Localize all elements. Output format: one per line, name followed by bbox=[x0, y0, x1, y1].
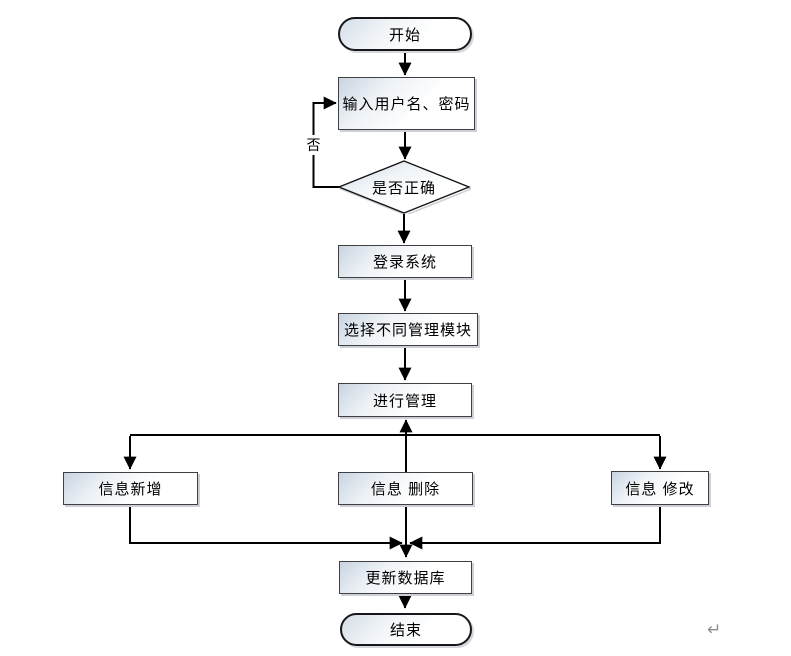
node-decision-correct: 是否正确 bbox=[337, 160, 471, 214]
node-update-database-label: 更新数据库 bbox=[365, 570, 446, 587]
node-info-delete-label: 信息 删除 bbox=[370, 481, 441, 498]
node-manage-label: 进行管理 bbox=[372, 392, 437, 410]
node-end-label: 结束 bbox=[389, 622, 422, 639]
node-manage: 进行管理 bbox=[338, 383, 472, 417]
node-info-modify-label: 信息 修改 bbox=[625, 480, 695, 498]
node-info-add: 信息新增 bbox=[63, 472, 198, 505]
node-info-modify: 信息 修改 bbox=[611, 471, 709, 505]
node-info-delete: 信息 删除 bbox=[338, 472, 473, 505]
node-login-system-label: 登录系统 bbox=[372, 254, 437, 271]
decision-diamond-shape bbox=[337, 160, 471, 214]
node-start-label: 开始 bbox=[388, 26, 421, 44]
node-input-credentials: 输入用户名、密码 bbox=[338, 77, 475, 130]
node-end: 结束 bbox=[340, 613, 472, 646]
node-select-module-label: 选择不同管理模块 bbox=[343, 322, 472, 339]
paragraph-return-mark-icon: ↵ bbox=[707, 620, 722, 639]
node-decision-correct-label: 是否正确 bbox=[371, 179, 436, 197]
edge-modify-to-merge bbox=[409, 505, 661, 550]
node-update-database: 更新数据库 bbox=[339, 561, 472, 594]
edge-label-no: 否 bbox=[303, 135, 324, 155]
node-select-module: 选择不同管理模块 bbox=[338, 313, 478, 346]
edge-add-to-merge bbox=[129, 506, 403, 550]
node-login-system: 登录系统 bbox=[338, 245, 472, 278]
node-info-add-label: 信息新增 bbox=[98, 481, 163, 498]
node-input-credentials-label: 输入用户名、密码 bbox=[342, 96, 471, 113]
node-start: 开始 bbox=[338, 17, 472, 51]
